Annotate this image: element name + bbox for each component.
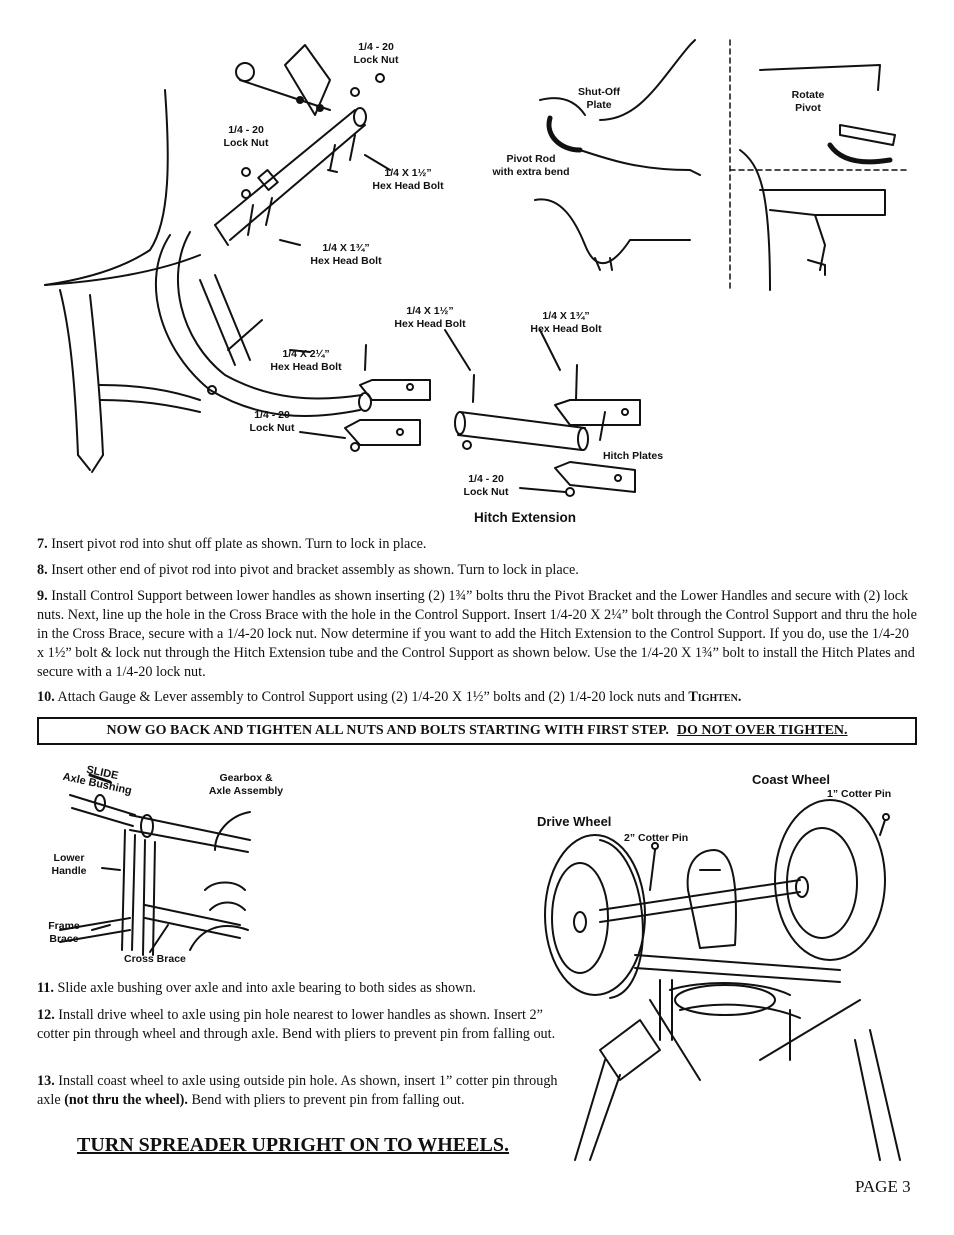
label-bolt-2-25: 1/4 X 2¼” Hex Head Bolt bbox=[270, 348, 342, 373]
label-bolt-1-75-right: 1/4 X 1¾” Hex Head Bolt bbox=[530, 310, 602, 335]
label-bolt-1-5-top: 1/4 X 1½” Hex Head Bolt bbox=[372, 167, 444, 192]
tighten-notice: NOW GO BACK AND TIGHTEN ALL NUTS AND BOL… bbox=[37, 717, 917, 745]
notice-main: NOW GO BACK AND TIGHTEN ALL NUTS AND BOL… bbox=[106, 723, 669, 738]
notice-underlined: DO NOT OVER TIGHTEN. bbox=[676, 723, 848, 738]
page-number: PAGE 3 bbox=[855, 1177, 911, 1196]
label-lower-handle: Lower Handle bbox=[51, 852, 87, 877]
label-rotate-pivot: Rotate Pivot bbox=[791, 89, 825, 114]
label-pivot-rod: Pivot Rod with extra bend bbox=[492, 153, 570, 178]
label-hitch-plates: Hitch Plates bbox=[602, 450, 664, 462]
label-lock-nut-bottom-mid: 1/4 - 20 Lock Nut bbox=[463, 473, 509, 498]
label-drive-wheel: Drive Wheel bbox=[537, 814, 612, 829]
step-11: 11. Slide axle bushing over axle and int… bbox=[37, 980, 476, 996]
label-lock-nut-bottom-left: 1/4 - 20 Lock Nut bbox=[249, 409, 295, 434]
step-7: 7. Insert pivot rod into shut off plate … bbox=[37, 536, 427, 552]
label-bolt-1-75-left: 1/4 X 1¾” Hex Head Bolt bbox=[310, 242, 382, 267]
label-1-inch-cotter-pin: 1” Cotter Pin bbox=[827, 788, 892, 800]
label-bolt-1-5-mid: 1/4 X 1½” Hex Head Bolt bbox=[394, 305, 466, 330]
label-2-inch-cotter-pin: 2” Cotter Pin bbox=[624, 832, 689, 844]
step-13: 13. Install coast wheel to axle using ou… bbox=[37, 1073, 558, 1108]
label-gearbox: Gearbox & Axle Assembly bbox=[208, 772, 284, 797]
caption-hitch-extension: Hitch Extension bbox=[474, 510, 577, 525]
step-9: 9. Install Control Support between lower… bbox=[37, 588, 917, 680]
label-cross-brace: Cross Brace bbox=[124, 953, 186, 965]
label-shut-off-plate: Shut-Off Plate bbox=[578, 86, 620, 111]
step-12: 12. Install drive wheel to axle using pi… bbox=[37, 1007, 556, 1042]
step-10: 10. Attach Gauge & Lever assembly to Con… bbox=[37, 689, 742, 705]
label-frame-brace: Frame Brace bbox=[48, 920, 80, 945]
label-coast-wheel: Coast Wheel bbox=[752, 772, 831, 787]
step-8: 8. Insert other end of pivot rod into pi… bbox=[37, 562, 579, 578]
turn-upright-heading: TURN SPREADER UPRIGHT ON TO WHEELS. bbox=[77, 1134, 509, 1156]
label-lock-nut-top: 1/4 - 20 Lock Nut bbox=[353, 41, 399, 66]
label-lock-nut-left: 1/4 - 20 Lock Nut bbox=[223, 124, 269, 149]
